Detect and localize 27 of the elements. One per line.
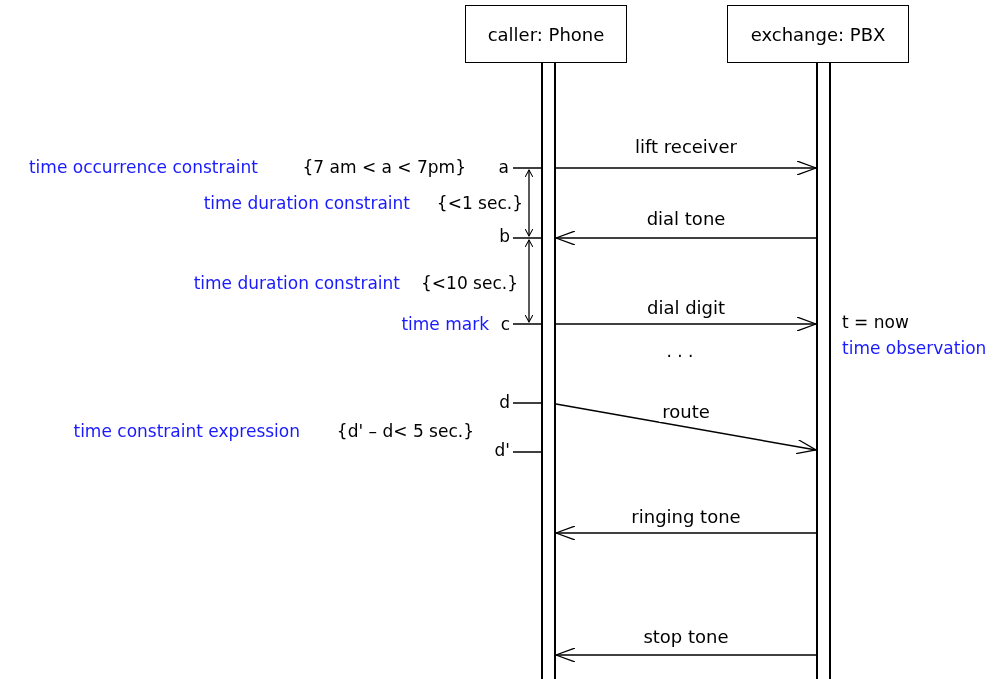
lifeline-head-box: exchange: PBX bbox=[727, 5, 909, 63]
time-mark-label: d' bbox=[494, 440, 510, 460]
time-mark-label: c bbox=[500, 314, 510, 334]
message-arrow bbox=[555, 230, 817, 246]
constraint-text: {<10 sec.} bbox=[421, 273, 518, 293]
message-arrow bbox=[555, 403, 817, 455]
time-mark-label: d bbox=[499, 392, 510, 412]
message-arrow bbox=[555, 160, 817, 176]
annotation-text: time constraint expression bbox=[73, 421, 300, 441]
constraint-text: {<1 sec.} bbox=[436, 193, 523, 213]
message-arrow bbox=[555, 316, 817, 332]
lifeline-bar bbox=[541, 63, 556, 679]
annotation-text: time occurrence constraint bbox=[28, 157, 258, 177]
observation-text: t = now bbox=[842, 312, 909, 332]
message-arrow bbox=[555, 525, 817, 541]
constraint-text: {7 am < a < 7pm} bbox=[302, 157, 466, 177]
time-mark-label: a bbox=[498, 157, 509, 177]
message-arrow bbox=[555, 647, 817, 663]
annotation-text: time mark bbox=[401, 314, 489, 334]
time-mark-label: b bbox=[499, 226, 510, 246]
lifeline-head-box: caller: Phone bbox=[465, 5, 627, 63]
annotation-text: time duration constraint bbox=[193, 273, 400, 293]
annotation-text: time observation bbox=[842, 338, 987, 358]
lifeline-bar bbox=[816, 63, 831, 679]
constraint-text: {d' – d< 5 sec.} bbox=[336, 421, 474, 441]
ellipsis-text: . . . bbox=[666, 341, 694, 361]
annotation-text: time duration constraint bbox=[203, 193, 410, 213]
